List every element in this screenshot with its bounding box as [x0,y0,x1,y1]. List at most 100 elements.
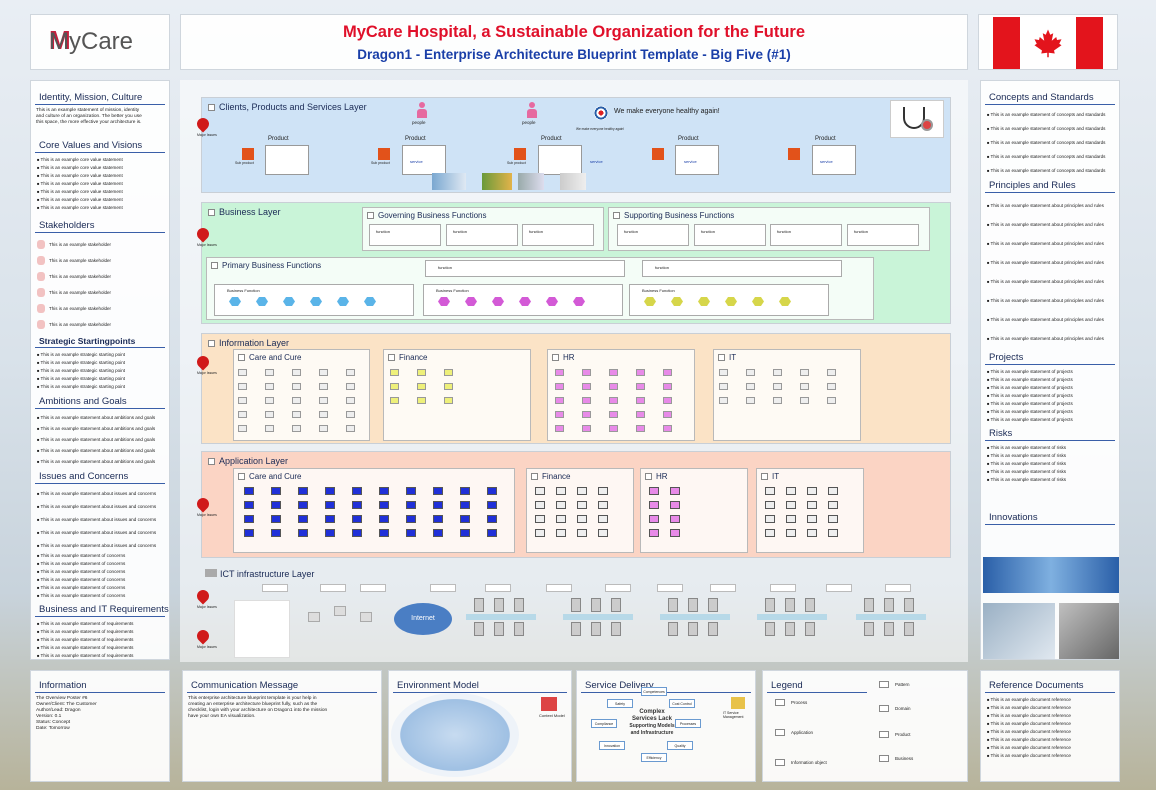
application-icon [271,529,281,537]
subproduct-box-icon [378,148,390,160]
service-delivery-node: Efficiency [641,753,667,762]
information-object-icon [319,369,328,376]
network-bar [757,614,827,620]
product-label: Product [815,136,836,142]
information-object-icon [827,383,836,390]
information-object-icon [238,369,247,376]
information-object-icon [444,369,453,376]
concepts-list: This is an example statement of concepts… [981,108,1119,178]
application-icon [271,515,281,523]
identity-title: Identity, Mission, Culture [35,90,165,105]
function-hexagon-icon [310,297,322,306]
application-icon [460,515,470,523]
server-icon [688,598,698,612]
information-object-icon [636,425,645,432]
network-diagram [234,600,290,658]
logo-panel: M MyCare [30,14,170,70]
it-service-label: IT Service Management [723,711,744,719]
information-object-icon [238,383,247,390]
information-object-icon [444,383,453,390]
information-object-icon [417,383,426,390]
server-icon [884,622,894,636]
app-group-hr: HR [640,468,748,553]
service-delivery-node: Compliance [591,719,617,728]
information-layer-title: Information Layer [208,338,289,348]
application-icon [649,529,659,537]
application-icon [807,487,817,495]
information-object-icon [238,425,247,432]
page-title: MyCare Hospital, a Sustainable Organizat… [342,23,806,41]
information-object-icon [636,369,645,376]
slogan: We make everyone healthy again! [614,108,720,115]
application-icon [487,515,497,523]
information-object-icon [238,411,247,418]
information-object-icon [265,411,274,418]
stethoscope-icon [890,100,944,138]
legend-item: Application [775,729,855,739]
ict-node-box [710,584,736,592]
subproduct-box-icon [788,148,800,160]
information-object-icon [827,369,836,376]
application-icon [460,487,470,495]
server-icon [785,622,795,636]
application-icon [556,529,566,537]
function-label: function [438,265,453,270]
information-object-icon [555,369,564,376]
information-object-icon [346,397,355,404]
service-delivery-node: Safety [607,699,633,708]
information-object-icon [390,397,399,404]
function-hexagon-icon [519,297,531,306]
information-object-icon [346,425,355,432]
product-box [402,145,446,175]
person-icon [37,287,45,297]
application-icon [577,501,587,509]
legend-label: Domain [895,706,911,711]
server-icon [571,598,581,612]
server-cluster [856,596,926,650]
map-pin-icon: Major Issues [194,353,217,382]
information-object-icon [319,411,328,418]
legend-item: Process [775,699,855,709]
function-box: function [770,224,842,246]
legend-title: Legend [767,678,867,693]
application-icon [325,501,335,509]
server-icon [688,622,698,636]
application-icon [244,529,254,537]
product-box [538,145,582,175]
information-object-icon [319,425,328,432]
function-label: function [854,229,869,234]
map-pin-icon: Major Issues [194,587,217,616]
information-object-icon [238,397,247,404]
information-object-icon [719,383,728,390]
app-group-care: Care and Cure [233,468,515,553]
application-icon [670,501,680,509]
server-icon [494,622,504,636]
target-icon [594,106,608,120]
application-icon [433,487,443,495]
canada-flag-icon [993,17,1103,69]
server-icon [514,598,524,612]
server-icon [205,569,217,577]
server-cluster [660,596,730,650]
application-icon [577,487,587,495]
subproduct-box-icon [514,148,526,160]
service-label: service [684,159,697,164]
application-icon [244,501,254,509]
information-object-icon [582,425,591,432]
application-icon [244,487,254,495]
application-icon [379,529,389,537]
application-icon [765,529,775,537]
business-function-label: Business Function [436,288,469,293]
function-hexagon-icon [283,297,295,306]
ict-node-box [770,584,796,592]
core-values-list: This is an example core value statementT… [31,156,169,212]
information-object-icon [265,397,274,404]
principles-title: Principles and Rules [985,178,1115,193]
information-object-icon [319,397,328,404]
information-object-icon [292,397,301,404]
application-icon [487,529,497,537]
person-icon [416,102,428,118]
